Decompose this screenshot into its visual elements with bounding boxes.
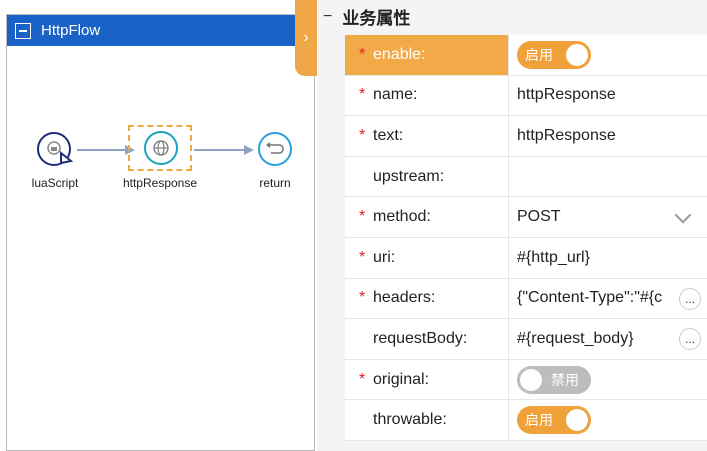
throwable-toggle[interactable]: 启用 <box>517 406 591 435</box>
property-label: requestBody: <box>345 319 509 359</box>
property-row-enable: * enable: 启用 <box>345 35 707 76</box>
upstream-input[interactable] <box>509 156 707 197</box>
property-row-upstream: upstream: <box>345 156 707 198</box>
label-text: requestBody: <box>373 329 468 347</box>
property-label: * uri: <box>345 237 509 278</box>
node-label: luaScript <box>31 176 79 190</box>
toggle-knob <box>520 368 542 391</box>
arrow-icon <box>244 145 254 155</box>
flow-edge <box>194 149 244 151</box>
node-label: httpResponse <box>122 176 198 190</box>
chevron-down-icon[interactable] <box>674 206 692 224</box>
toggle-text: 启用 <box>525 412 553 429</box>
flow-canvas[interactable]: HttpFlow luaScript httpResponse <box>6 14 315 451</box>
node-return[interactable]: return <box>257 131 293 190</box>
required-mark: * <box>359 45 366 63</box>
property-label: * headers: <box>345 278 509 319</box>
toggle-knob <box>566 409 588 432</box>
property-list: * enable: 启用 * name: httpResponse * text… <box>345 35 707 441</box>
chevron-right-icon: › <box>303 29 309 46</box>
flow-title: HttpFlow <box>41 22 101 39</box>
required-mark: * <box>359 289 366 307</box>
input-value: #{request_body} <box>517 329 634 347</box>
text-input[interactable]: httpResponse <box>509 116 707 156</box>
required-mark: * <box>359 370 366 388</box>
node-luascript[interactable]: luaScript <box>32 131 78 190</box>
select-value: POST <box>517 208 561 226</box>
label-text: text: <box>373 126 404 144</box>
enable-toggle[interactable]: 启用 <box>517 40 591 69</box>
label-text: headers: <box>373 289 436 307</box>
original-toggle[interactable]: 禁用 <box>517 365 591 394</box>
property-label: * text: <box>345 116 509 156</box>
collapse-button[interactable] <box>15 22 31 39</box>
toggle-text: 禁用 <box>551 371 579 388</box>
property-value: 启用 <box>509 400 707 440</box>
label-text: upstream: <box>373 167 445 185</box>
label-text: throwable: <box>373 411 447 429</box>
more-button[interactable]: ... <box>679 287 701 310</box>
node-label: return <box>259 176 291 190</box>
property-label: upstream: <box>345 156 509 197</box>
requestbody-input[interactable]: #{request_body} ... <box>509 319 707 359</box>
flow-edge <box>77 149 127 151</box>
property-label: * enable: <box>345 35 509 75</box>
property-row-headers: * headers: {"Content-Type":"#{c ... <box>345 278 707 320</box>
property-label: * method: <box>345 197 509 237</box>
method-select[interactable]: POST <box>509 197 707 237</box>
property-value: 启用 <box>509 35 707 75</box>
headers-input[interactable]: {"Content-Type":"#{c ... <box>509 278 707 319</box>
toggle-knob <box>566 43 588 66</box>
flow-header: HttpFlow <box>7 15 314 46</box>
input-value: {"Content-Type":"#{c <box>517 289 663 307</box>
lua-script-icon <box>37 132 74 166</box>
required-mark: * <box>359 126 366 144</box>
label-text: name: <box>373 86 418 104</box>
toggle-text: 启用 <box>525 46 553 63</box>
property-row-original: * original: 禁用 <box>345 359 707 401</box>
property-row-uri: * uri: #{http_url} <box>345 237 707 279</box>
globe-icon <box>144 131 178 165</box>
name-input[interactable]: httpResponse <box>509 75 707 116</box>
return-icon <box>258 132 292 166</box>
property-row-name: * name: httpResponse <box>345 75 707 117</box>
node-httpresponse[interactable]: httpResponse <box>123 125 197 190</box>
required-mark: * <box>359 248 366 266</box>
collapse-icon[interactable]: − <box>323 7 333 25</box>
uri-input[interactable]: #{http_url} <box>509 237 707 278</box>
property-label: * original: <box>345 359 509 400</box>
panel-toggle-tab[interactable]: › <box>295 0 317 76</box>
properties-panel: − 业务属性 * enable: 启用 * name: httpResponse <box>317 0 707 451</box>
label-text: enable: <box>373 45 426 63</box>
section-header[interactable]: − 业务属性 <box>317 0 707 33</box>
property-row-throwable: throwable: 启用 <box>345 400 707 441</box>
property-row-text: * text: httpResponse <box>345 116 707 157</box>
property-row-requestbody: requestBody: #{request_body} ... <box>345 319 707 360</box>
section-title: 业务属性 <box>342 9 411 28</box>
required-mark: * <box>359 208 366 226</box>
property-label: throwable: <box>345 400 509 440</box>
required-mark: * <box>359 86 366 104</box>
more-button[interactable]: ... <box>679 328 701 351</box>
arrow-icon <box>125 145 135 155</box>
label-text: uri: <box>373 248 396 266</box>
property-row-method: * method: POST <box>345 197 707 238</box>
property-value: 禁用 <box>509 359 707 400</box>
label-text: method: <box>373 208 431 226</box>
label-text: original: <box>373 370 430 388</box>
property-label: * name: <box>345 75 509 116</box>
